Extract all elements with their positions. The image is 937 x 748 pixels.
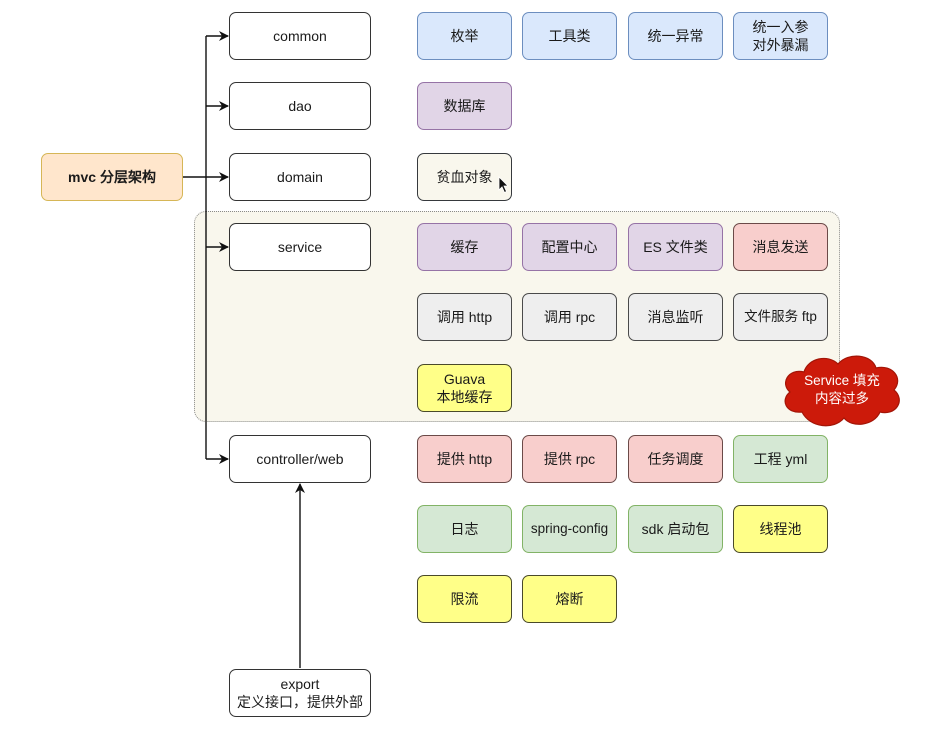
- service-item[interactable]: Guava 本地缓存: [417, 364, 512, 412]
- layer-common[interactable]: common: [229, 12, 371, 60]
- service-item[interactable]: ES 文件类: [628, 223, 723, 271]
- common-item[interactable]: 统一入参 对外暴漏: [733, 12, 828, 60]
- layer-service[interactable]: service: [229, 223, 371, 271]
- controller-item[interactable]: 任务调度: [628, 435, 723, 483]
- common-item[interactable]: 枚举: [417, 12, 512, 60]
- service-item[interactable]: 缓存: [417, 223, 512, 271]
- service-item[interactable]: 调用 http: [417, 293, 512, 341]
- controller-item[interactable]: 日志: [417, 505, 512, 553]
- domain-item[interactable]: 贫血对象: [417, 153, 512, 201]
- common-item[interactable]: 统一异常: [628, 12, 723, 60]
- mvc-root-node[interactable]: mvc 分层架构: [41, 153, 183, 201]
- dao-item[interactable]: 数据库: [417, 82, 512, 130]
- layer-controller[interactable]: controller/web: [229, 435, 371, 483]
- layer-dao[interactable]: dao: [229, 82, 371, 130]
- service-item[interactable]: 调用 rpc: [522, 293, 617, 341]
- controller-item[interactable]: spring-config: [522, 505, 617, 553]
- controller-item[interactable]: 工程 yml: [733, 435, 828, 483]
- common-item[interactable]: 工具类: [522, 12, 617, 60]
- controller-item[interactable]: 线程池: [733, 505, 828, 553]
- controller-item[interactable]: 提供 http: [417, 435, 512, 483]
- export-node[interactable]: export 定义接口，提供外部: [229, 669, 371, 717]
- service-item[interactable]: 配置中心: [522, 223, 617, 271]
- cloud-callout-icon: [784, 355, 900, 427]
- layer-domain[interactable]: domain: [229, 153, 371, 201]
- controller-item[interactable]: 提供 rpc: [522, 435, 617, 483]
- service-item[interactable]: 消息监听: [628, 293, 723, 341]
- service-item[interactable]: 消息发送: [733, 223, 828, 271]
- mouse-cursor-icon: [498, 176, 509, 194]
- controller-item[interactable]: 限流: [417, 575, 512, 623]
- service-item[interactable]: 文件服务 ftp: [733, 293, 828, 341]
- controller-item[interactable]: 熔断: [522, 575, 617, 623]
- cloud-callout-text: Service 填充 内容过多: [804, 373, 880, 406]
- controller-item[interactable]: sdk 启动包: [628, 505, 723, 553]
